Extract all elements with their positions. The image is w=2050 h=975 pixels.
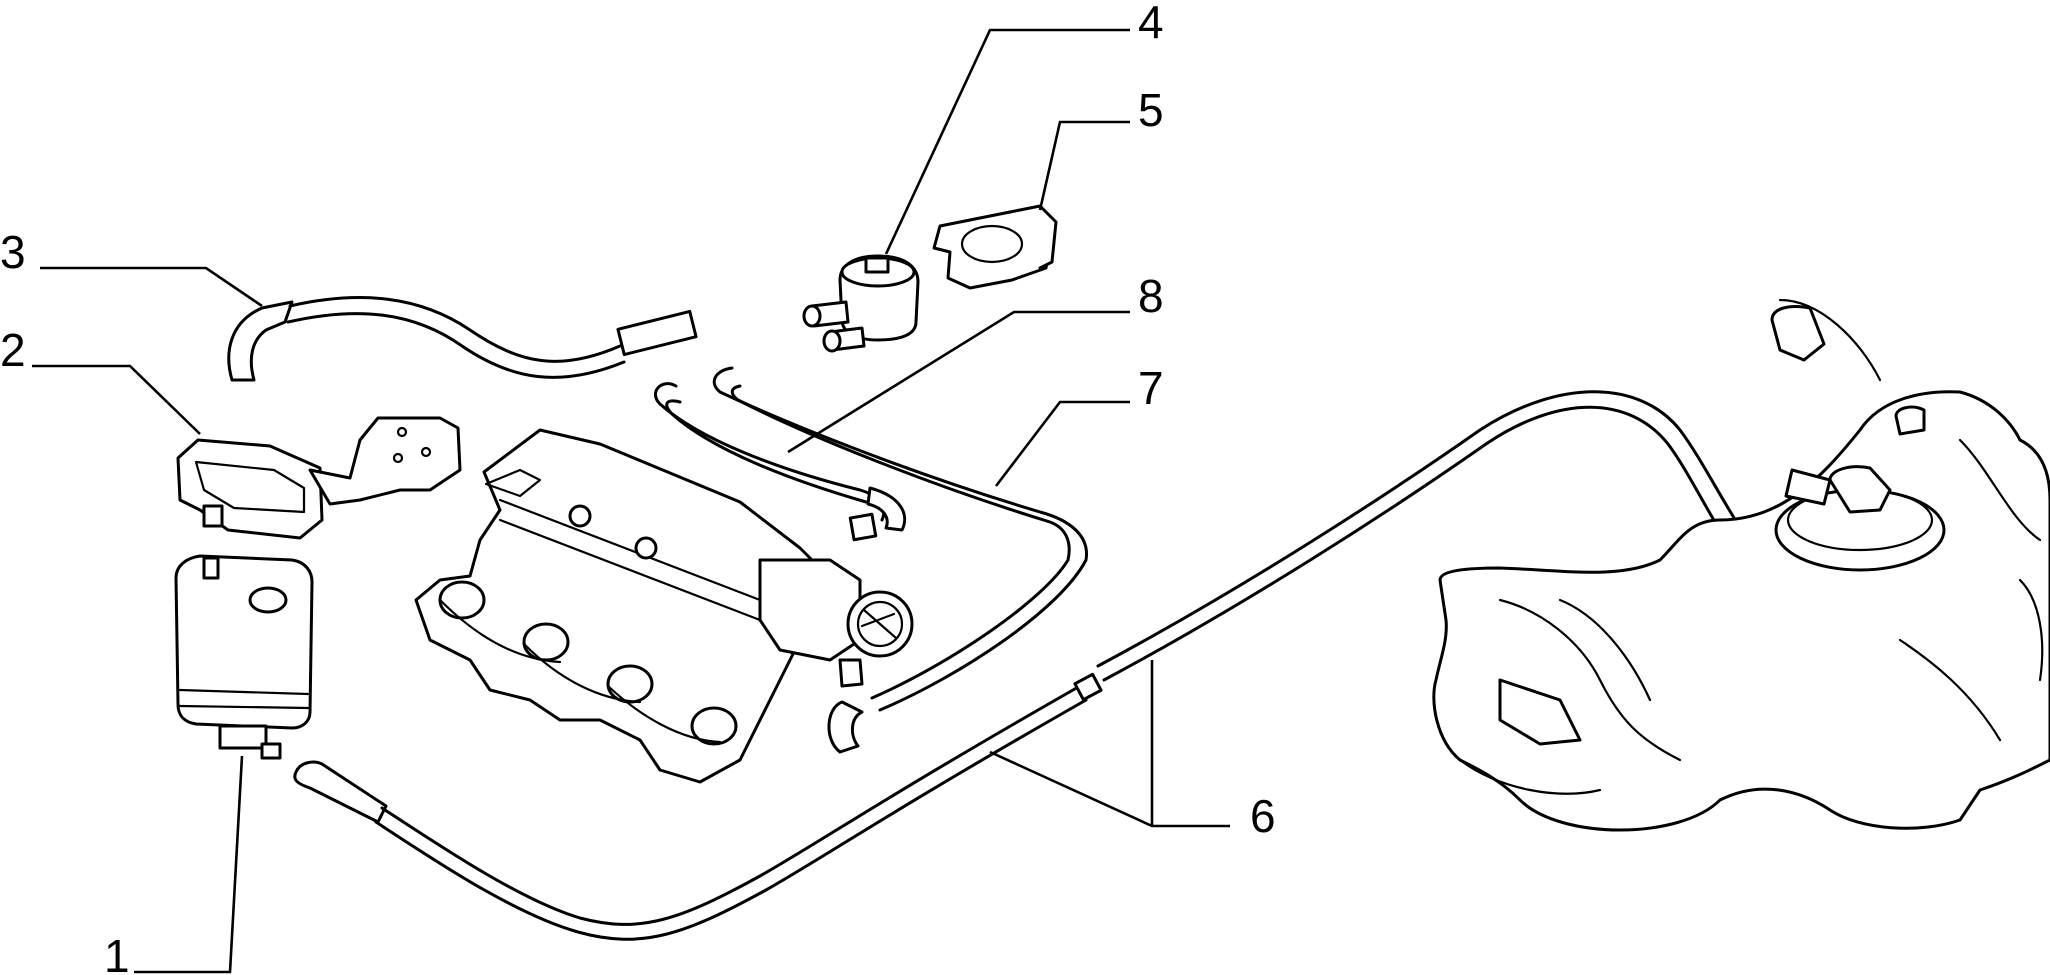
leader-6a xyxy=(989,750,1230,828)
callout-6: 6 xyxy=(1250,790,1276,842)
callout-labels: 1 2 3 4 5 6 7 8 xyxy=(0,0,1276,975)
part-8-hose xyxy=(653,382,907,542)
leader-3 xyxy=(40,266,263,308)
part-7-hose xyxy=(712,366,1088,754)
callout-3: 3 xyxy=(0,226,26,278)
fuel-tank xyxy=(1432,298,2050,832)
leader-5 xyxy=(1038,120,1130,211)
callout-4: 4 xyxy=(1138,0,1164,48)
callout-1: 1 xyxy=(104,930,130,975)
callout-2: 2 xyxy=(0,324,26,376)
part-1-canister xyxy=(174,554,314,760)
leader-2 xyxy=(32,364,201,435)
part-2-bracket xyxy=(176,416,462,540)
leader-lines xyxy=(32,28,1230,974)
callout-7: 7 xyxy=(1138,362,1164,414)
part-5-holder xyxy=(932,204,1058,290)
callout-8: 8 xyxy=(1138,270,1164,322)
callout-5: 5 xyxy=(1138,84,1164,136)
part-3-hose xyxy=(227,296,698,382)
leader-7 xyxy=(994,400,1130,487)
leader-1 xyxy=(134,755,244,974)
leader-8 xyxy=(787,310,1130,454)
leader-4 xyxy=(884,28,1130,255)
part-4-valve xyxy=(802,254,920,353)
intake-manifold xyxy=(414,428,914,784)
